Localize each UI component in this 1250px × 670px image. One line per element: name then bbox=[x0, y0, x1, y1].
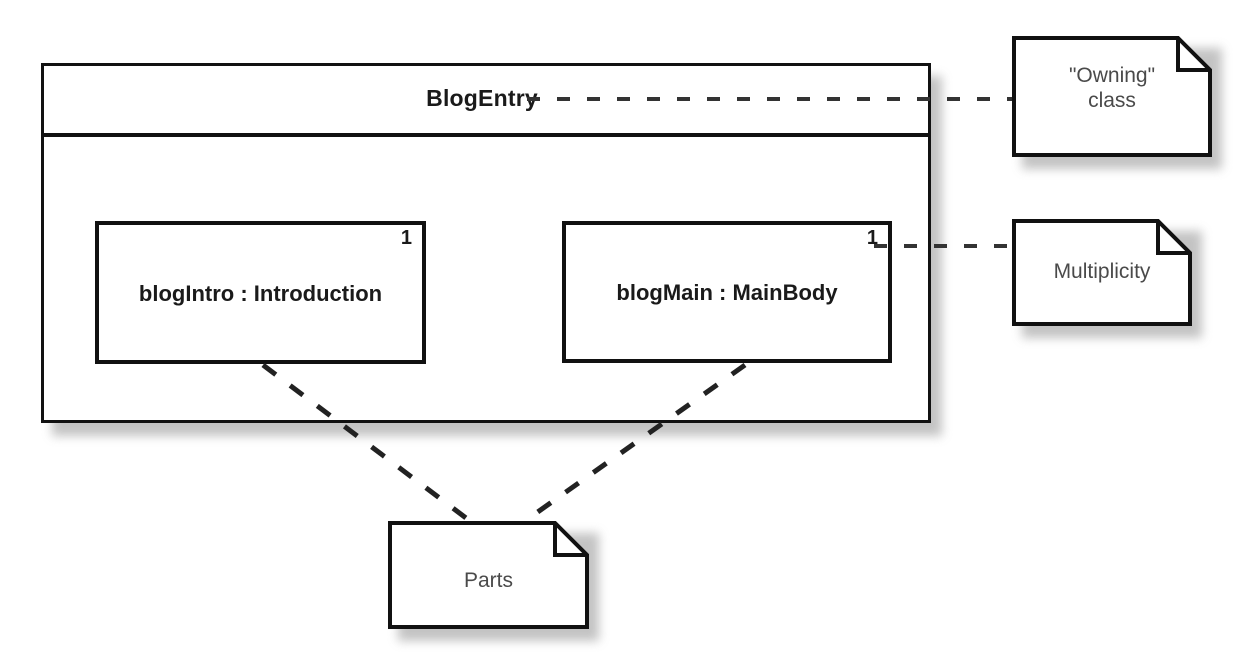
part-box-blogmain[interactable]: 1 blogMain : MainBody bbox=[562, 221, 892, 363]
note-multiplicity-fold bbox=[1156, 221, 1190, 255]
note-multiplicity-shape bbox=[1012, 219, 1192, 326]
note-owning-fold bbox=[1176, 38, 1210, 72]
part-box-blogintro[interactable]: 1 blogIntro : Introduction bbox=[95, 221, 426, 364]
part-multiplicity-1: 1 bbox=[866, 227, 878, 249]
note-parts-shape bbox=[388, 521, 589, 629]
connector-parts-right bbox=[523, 362, 747, 524]
part-label-1: blogMain : MainBody bbox=[616, 280, 838, 306]
connector-parts-left bbox=[261, 363, 472, 523]
part-label-0: blogIntro : Introduction bbox=[138, 280, 383, 306]
note-parts-fold bbox=[553, 523, 587, 557]
note-owning-shape bbox=[1012, 36, 1212, 157]
part-multiplicity-0: 1 bbox=[400, 227, 412, 249]
